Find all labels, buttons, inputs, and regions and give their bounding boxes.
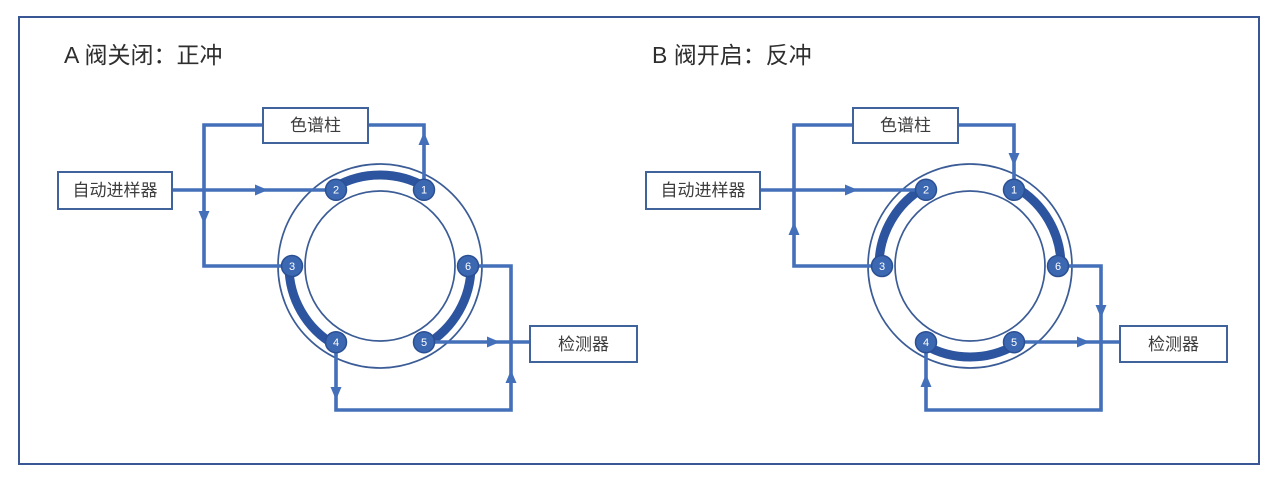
port-dot-4-a	[324, 330, 348, 354]
arrow-down-from-port6-b	[1095, 305, 1107, 318]
arrow-right-into-port2-a	[255, 184, 268, 196]
valve-a-port-2: 2	[324, 178, 348, 202]
port-number-4-a: 4	[333, 337, 339, 349]
port-dot-2-b	[914, 178, 938, 202]
port-number-1-b: 1	[1011, 185, 1017, 197]
detector-box-b	[1119, 325, 1228, 363]
arrow-down-into-port1-b	[1008, 153, 1020, 166]
flow-arrows-b	[788, 153, 1107, 387]
column-box-a	[262, 107, 369, 144]
port-number-1-a: 1	[421, 185, 427, 197]
valve-outer-ring-b	[867, 163, 1073, 369]
valve-a-port-3: 3	[280, 254, 304, 278]
tube-port3-to-column-b	[792, 123, 882, 268]
valve-b-port-1: 1	[1002, 178, 1026, 202]
diagram-a: A 阀关闭：正冲 1 2 3 4 5 6 色谱柱 自动进样器	[57, 42, 638, 412]
column-label-a: 色谱柱	[290, 116, 341, 135]
valve-a-port-5: 5	[412, 330, 436, 354]
valve-b-port-4: 4	[914, 330, 938, 354]
port-dot-5-a	[412, 330, 436, 354]
valve-b-port-5: 5	[1002, 330, 1026, 354]
rotor-connection-5-6-a	[421, 261, 476, 350]
port-number-5-b: 5	[1011, 337, 1017, 349]
diagram-a-title: A 阀关闭：正冲	[64, 42, 222, 68]
port-dot-1-b	[1002, 178, 1026, 202]
port-number-5-a: 5	[421, 337, 427, 349]
arrow-up-to-port6-a	[505, 370, 517, 383]
rotor-arcs-a	[284, 170, 476, 350]
port-number-2-a: 2	[333, 185, 339, 197]
diagram-b: B 阀开启：反冲 1 2 3 4 5 6 色谱柱 自动进样器	[645, 42, 1228, 412]
port-number-6-b: 6	[1055, 261, 1061, 273]
port-number-6-a: 6	[465, 261, 471, 273]
autosampler-label-a: 自动进样器	[73, 181, 158, 200]
port-dot-5-b	[1002, 330, 1026, 354]
valve-body-b	[867, 163, 1073, 369]
column-label-b: 色谱柱	[880, 116, 931, 135]
valve-ports-a: 1 2 3 4 5 6	[280, 178, 480, 354]
valve-a-port-1: 1	[412, 178, 436, 202]
arrow-right-into-detector-b	[1077, 336, 1090, 348]
arrow-right-into-detector-a	[487, 336, 500, 348]
valve-b-port-2: 2	[914, 178, 938, 202]
port-dot-1-a	[412, 178, 436, 202]
arrow-up-into-port4-b	[920, 374, 932, 387]
figure-border	[18, 16, 1260, 465]
port-number-2-b: 2	[923, 185, 929, 197]
rotor-connection-2-3-b	[874, 182, 929, 271]
port-dot-2-a	[324, 178, 348, 202]
arrow-down-left-line-a	[198, 211, 210, 224]
detector-box-a	[529, 325, 638, 363]
flow-arrows-a	[198, 132, 517, 400]
tube-column-to-port3-a	[202, 123, 292, 268]
port-dot-3-b	[870, 254, 894, 278]
rotor-connection-2-1-a	[330, 170, 430, 192]
valve-inner-ring-a	[304, 190, 456, 342]
tubing-b	[760, 123, 1120, 412]
rotor-connection-3-4-a	[284, 261, 339, 350]
tube-port6-to-port4-loop-b	[924, 264, 1103, 412]
port-number-3-a: 3	[289, 261, 295, 273]
port-dot-6-b	[1046, 254, 1070, 278]
tube-column-to-port1-b	[958, 123, 1016, 190]
valve-outer-ring-a	[277, 163, 483, 369]
column-box-b	[852, 107, 959, 144]
rotor-connection-4-5-b	[920, 340, 1020, 362]
valve-ports-b: 1 2 3 4 5 6	[870, 178, 1070, 354]
rotor-arcs-b	[874, 182, 1066, 362]
detector-label-a: 检测器	[558, 335, 609, 354]
valve-body-a	[277, 163, 483, 369]
arrow-down-from-port4-a	[330, 387, 342, 400]
rotor-connection-1-6-b	[1011, 182, 1066, 271]
valve-b-port-3: 3	[870, 254, 894, 278]
boxes-a: 色谱柱 自动进样器 检测器	[57, 107, 638, 363]
valve-b-port-6: 6	[1046, 254, 1070, 278]
boxes-b: 色谱柱 自动进样器 检测器	[645, 107, 1228, 363]
arrow-up-to-column-b	[788, 222, 800, 235]
valve-a-port-4: 4	[324, 330, 348, 354]
diagram-b-title: B 阀开启：反冲	[652, 42, 812, 68]
port-number-3-b: 3	[879, 261, 885, 273]
port-number-4-b: 4	[923, 337, 929, 349]
valve-a-port-6: 6	[456, 254, 480, 278]
valve-inner-ring-b	[894, 190, 1046, 342]
autosampler-label-b: 自动进样器	[661, 181, 746, 200]
autosampler-box-b	[645, 171, 761, 210]
port-dot-4-b	[914, 330, 938, 354]
detector-label-b: 检测器	[1148, 335, 1199, 354]
autosampler-box-a	[57, 171, 173, 210]
port-dot-6-a	[456, 254, 480, 278]
arrow-up-port1-to-column-a	[418, 132, 430, 145]
port-dot-3-a	[280, 254, 304, 278]
tube-port1-to-column-a	[368, 123, 426, 190]
arrow-right-into-port2-b	[845, 184, 858, 196]
